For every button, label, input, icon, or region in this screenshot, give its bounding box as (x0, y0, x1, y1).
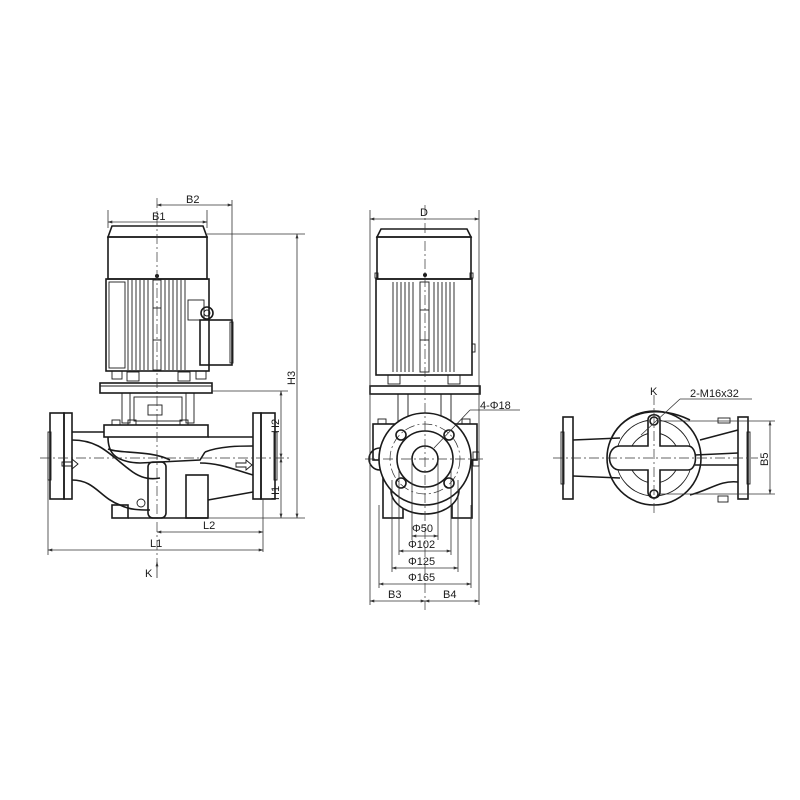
dimension-phi125: Φ125 (391, 480, 459, 572)
bolt-hole-icon (395, 429, 407, 441)
label-h3: H3 (286, 371, 298, 385)
label-foot-bolts: 2-M16x32 (690, 388, 739, 400)
label-h1: H1 (270, 486, 282, 500)
bottom-view: K 2-M16x32 B5 (553, 386, 775, 515)
motor-fan-cover-side (374, 228, 474, 280)
label-b5: B5 (759, 453, 771, 466)
dimension-b3-b4: B3 B4 (369, 589, 480, 603)
label-phi50: Φ50 (412, 523, 433, 535)
dimension-l1: L1 (47, 480, 264, 555)
dimension-h3: H3 (207, 233, 305, 519)
flow-arrow-out-icon (235, 459, 253, 471)
label-phi102: Φ102 (408, 539, 435, 551)
label-h2: H2 (270, 419, 282, 433)
label-phi165: Φ165 (408, 572, 435, 584)
label-l1: L1 (150, 538, 162, 550)
dimension-phi50: Φ50 (411, 459, 439, 540)
label-bolt-holes: 4-Φ18 (480, 400, 511, 412)
label-k-bottom: K (650, 386, 658, 398)
dimension-l2: L2 (156, 499, 264, 552)
center-mark-icon (423, 273, 427, 277)
terminal-box (187, 299, 234, 366)
leader-bolt-holes: 4-Φ18 (433, 400, 520, 449)
bolt-hole-icon (395, 477, 407, 489)
view-direction-k: K (145, 561, 159, 580)
front-view: B1 B2 H3 H2 H1 L2 L1 (40, 194, 305, 580)
leader-foot-bolts: 2-M16x32 (640, 388, 752, 436)
label-b2: B2 (186, 194, 199, 206)
motor-fan-cover (106, 225, 209, 280)
label-d: D (420, 207, 428, 219)
dimension-h1: H1 (270, 457, 283, 519)
bolt-hole-icon (443, 477, 455, 489)
label-b4: B4 (443, 589, 456, 601)
dimension-b2: B2 (156, 194, 233, 320)
pump-casing (47, 412, 278, 519)
flow-arrow-in-icon (61, 458, 79, 470)
side-view: D 4-Φ18 Φ50 Φ102 Φ125 (365, 205, 520, 610)
label-b1: B1 (152, 211, 165, 223)
dimension-b5: B5 (660, 420, 775, 495)
dimension-b1: B1 (107, 210, 208, 228)
label-b3: B3 (388, 589, 401, 601)
lifting-eye-icon (200, 306, 214, 320)
dimension-phi165: Φ165 (378, 505, 472, 588)
label-phi125: Φ125 (408, 556, 435, 568)
label-k-front: K (145, 568, 153, 580)
motor-body (105, 274, 210, 372)
label-l2: L2 (203, 520, 215, 532)
motor-body-side (375, 273, 476, 376)
bolt-hole-icon (443, 429, 455, 441)
dimension-phi102: Φ102 (398, 470, 452, 555)
motor-bracket (99, 370, 213, 426)
dimension-d: D (369, 207, 480, 605)
dimension-h2: H2 (212, 390, 288, 459)
cross-foot (608, 413, 697, 499)
